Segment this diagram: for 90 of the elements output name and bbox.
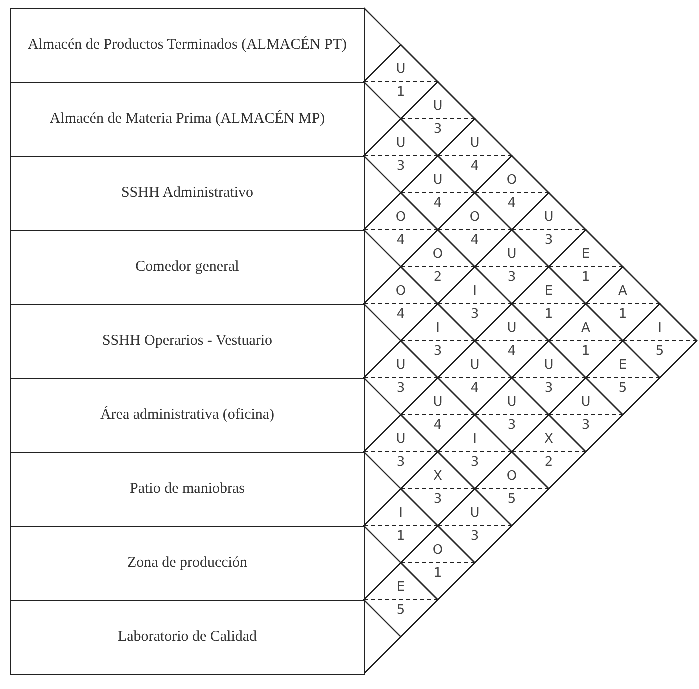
department-row bbox=[10, 156, 365, 231]
department-name: Comedor general bbox=[134, 258, 240, 278]
reason-code: 3 bbox=[396, 160, 406, 174]
reason-code: 1 bbox=[580, 271, 592, 285]
closeness-code: O bbox=[506, 470, 518, 484]
reason-code: 4 bbox=[396, 308, 406, 322]
closeness-code: U bbox=[580, 396, 592, 410]
closeness-code: U bbox=[395, 63, 407, 77]
reason-code: 3 bbox=[396, 456, 406, 470]
reason-code: 3 bbox=[432, 123, 444, 137]
closeness-code: U bbox=[395, 137, 407, 151]
closeness-code: E bbox=[580, 248, 592, 262]
reason-code: 1 bbox=[544, 308, 554, 322]
reason-code: 3 bbox=[470, 308, 480, 322]
reason-code: 5 bbox=[506, 493, 518, 507]
closeness-code: U bbox=[432, 174, 444, 188]
closeness-code: O bbox=[432, 248, 444, 262]
reason-code: 1 bbox=[396, 86, 406, 100]
reason-code: 3 bbox=[506, 419, 518, 433]
reason-code: 4 bbox=[396, 234, 406, 248]
closeness-code: A bbox=[618, 285, 628, 299]
reason-code: 5 bbox=[618, 382, 628, 396]
reason-code: 1 bbox=[396, 530, 406, 544]
reason-code: 3 bbox=[432, 493, 444, 507]
department-row bbox=[10, 526, 365, 601]
department-name: SSHH Operarios - Vestuario bbox=[101, 332, 274, 352]
closeness-code: U bbox=[506, 248, 518, 262]
reason-code: 3 bbox=[544, 234, 554, 248]
closeness-code: I bbox=[472, 433, 478, 447]
reason-code: 4 bbox=[506, 345, 518, 359]
closeness-code: U bbox=[469, 137, 481, 151]
closeness-code: X bbox=[432, 470, 444, 484]
closeness-code: E bbox=[544, 285, 554, 299]
reason-code: 3 bbox=[396, 382, 406, 396]
reason-code: 3 bbox=[470, 456, 480, 470]
department-name: Almacén de Materia Prima (ALMACÉN MP) bbox=[48, 109, 326, 130]
closeness-code: U bbox=[469, 359, 481, 373]
closeness-code: I bbox=[472, 285, 478, 299]
department-row bbox=[10, 452, 365, 527]
reason-code: 1 bbox=[618, 308, 628, 322]
reason-code: 2 bbox=[432, 271, 444, 285]
closeness-code: X bbox=[544, 433, 554, 447]
closeness-code: I bbox=[657, 322, 663, 336]
department-row bbox=[10, 230, 365, 305]
closeness-code: O bbox=[432, 544, 444, 558]
closeness-code: U bbox=[543, 211, 555, 225]
closeness-code: I bbox=[398, 507, 404, 521]
closeness-code: U bbox=[506, 322, 518, 336]
closeness-code: E bbox=[396, 581, 406, 595]
closeness-code: O bbox=[394, 285, 408, 299]
department-name: Almacén de Productos Terminados (ALMACÉN PT) bbox=[26, 35, 348, 56]
closeness-code: O bbox=[468, 211, 482, 225]
department-row bbox=[10, 82, 365, 157]
department-row bbox=[10, 8, 365, 83]
closeness-code: U bbox=[395, 359, 407, 373]
reason-code: 3 bbox=[432, 345, 444, 359]
closeness-code: U bbox=[506, 396, 518, 410]
reason-code: 4 bbox=[432, 419, 444, 433]
reason-code: 3 bbox=[544, 382, 554, 396]
closeness-code: U bbox=[432, 396, 444, 410]
reason-code: 4 bbox=[432, 197, 444, 211]
closeness-code: U bbox=[469, 507, 481, 521]
closeness-code: I bbox=[435, 322, 441, 336]
closeness-code: U bbox=[432, 100, 444, 114]
reason-code: 1 bbox=[432, 567, 444, 581]
reason-code: 4 bbox=[470, 382, 480, 396]
reason-code: 5 bbox=[654, 345, 666, 359]
closeness-code: O bbox=[506, 174, 518, 188]
reason-code: 5 bbox=[396, 604, 406, 618]
reason-code: 1 bbox=[580, 345, 592, 359]
department-name: Área administrativa (oficina) bbox=[99, 405, 276, 426]
reason-code: 2 bbox=[544, 456, 554, 470]
department-row bbox=[10, 304, 365, 379]
reason-code: 4 bbox=[470, 234, 480, 248]
reason-code: 4 bbox=[470, 160, 480, 174]
department-row bbox=[10, 600, 365, 675]
department-name: Zona de producción bbox=[126, 554, 248, 574]
reason-code: 3 bbox=[470, 530, 480, 544]
closeness-code: E bbox=[618, 359, 628, 373]
department-row bbox=[10, 378, 365, 453]
reason-code: 3 bbox=[506, 271, 518, 285]
closeness-code: U bbox=[543, 359, 555, 373]
reason-code: 4 bbox=[506, 197, 518, 211]
department-name: SSHH Administrativo bbox=[120, 184, 255, 204]
closeness-code: O bbox=[394, 211, 408, 225]
department-name: Patio de maniobras bbox=[129, 480, 246, 500]
closeness-code: A bbox=[580, 322, 592, 336]
closeness-code: U bbox=[395, 433, 407, 447]
reason-code: 3 bbox=[580, 419, 592, 433]
department-name: Laboratorio de Calidad bbox=[116, 628, 258, 648]
